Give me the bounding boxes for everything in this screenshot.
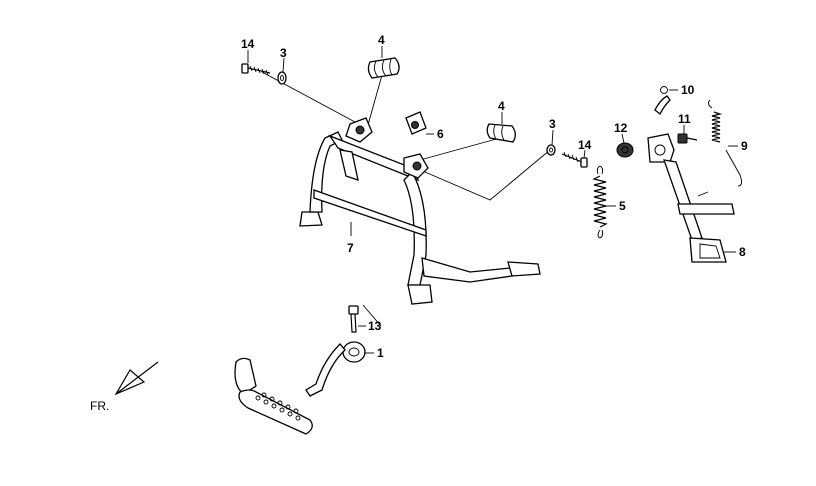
callout-8: 8 [739,245,746,259]
bolt-part-13 [348,304,382,333]
pin-part-10 [654,86,671,116]
bushing-part-4-middle [486,123,516,143]
front-direction-label: FR. [90,399,109,413]
callout-4-middle: 4 [498,99,505,113]
collar-part-12 [616,142,634,158]
washer-part-3-left [277,71,287,85]
callout-7: 7 [347,241,354,255]
clip-part-6 [405,111,427,135]
callout-14-right: 14 [578,138,592,152]
callout-5: 5 [619,199,626,213]
callout-1: 1 [377,346,384,360]
callout-4-top: 4 [378,33,385,47]
bolt-part-14-right [561,151,588,168]
bushing-part-4-top [367,57,400,79]
callout-13: 13 [368,319,382,333]
side-stand-part-8 [647,133,735,263]
bolt-part-11 [677,133,698,144]
assembly-leader-lines [261,71,551,201]
bolt-part-14-left [241,63,271,76]
spring-part-5 [592,165,608,239]
main-stand-part-7 [299,117,541,305]
kick-starter-pedal-part-1 [234,341,366,435]
spring-part-9 [707,99,743,187]
callout-6: 6 [437,127,444,141]
callout-3-left: 3 [280,46,287,60]
callout-14-left: 14 [241,37,255,51]
callout-3-right: 3 [549,117,556,131]
washer-part-3-right [546,144,556,156]
callout-leaders [247,46,738,354]
callout-9: 9 [741,139,748,153]
callout-12: 12 [614,121,628,135]
callout-11: 11 [678,112,691,126]
callout-10: 10 [681,83,695,97]
front-direction-arrow [114,361,159,396]
